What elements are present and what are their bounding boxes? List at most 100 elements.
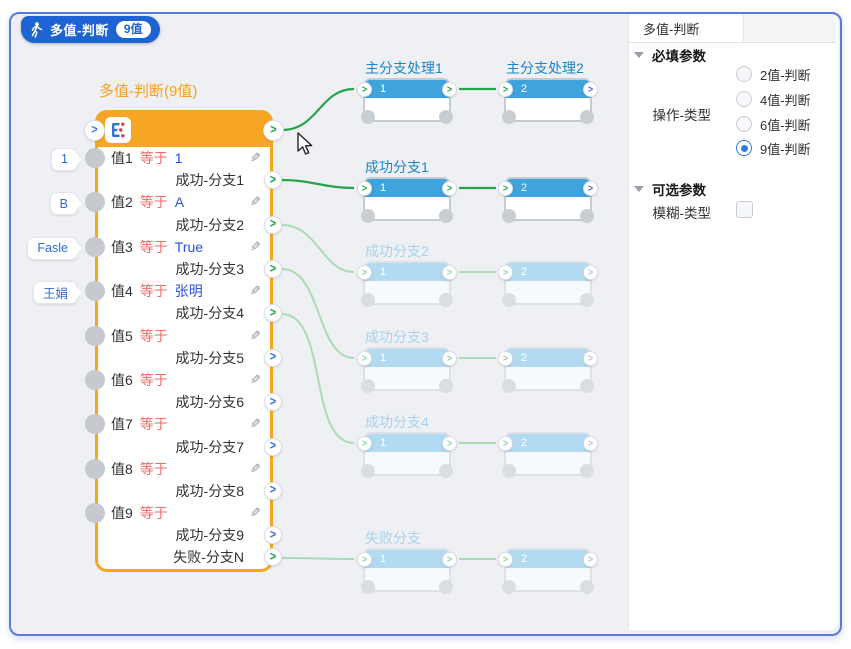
node-corner-port[interactable] [439,209,453,223]
value-input-port[interactable] [85,458,105,479]
value-input-port[interactable] [85,192,105,213]
node-input-port[interactable]: > [357,81,372,97]
node-output-port[interactable]: > [263,120,284,141]
node-output-port[interactable]: > [583,81,598,97]
value-input-port[interactable] [85,414,105,435]
radio-icon[interactable] [736,140,752,156]
fail-branch-output-port[interactable]: > [264,548,282,567]
node-output-port[interactable]: > [442,81,457,97]
flow-node[interactable]: 2 > > [498,432,598,478]
node-input-port[interactable]: > [84,120,105,141]
node-corner-port[interactable] [439,379,453,393]
node-corner-port[interactable] [439,464,453,478]
node-corner-port[interactable] [361,580,375,594]
node-output-port[interactable]: > [442,350,457,366]
node-output-port[interactable]: > [442,435,457,451]
node-corner-port[interactable] [502,580,516,594]
branch-output-port[interactable]: > [264,171,282,190]
node-output-port[interactable]: > [442,180,457,196]
pencil-icon[interactable]: ✎ [250,416,261,432]
node-corner-port[interactable] [580,110,594,124]
node-input-port[interactable]: > [498,435,513,451]
branch-output-port[interactable]: > [264,481,282,500]
branch-output-port[interactable]: > [264,393,282,412]
value-input-port[interactable] [85,369,105,390]
node-corner-port[interactable] [580,580,594,594]
node-corner-port[interactable] [580,379,594,393]
node-corner-port[interactable] [502,110,516,124]
node-category-pill[interactable]: 多值-判断 9值 [21,16,160,43]
flow-node[interactable]: 2 > > [498,177,598,223]
radio-icon[interactable] [736,91,752,107]
value-input-port[interactable] [85,281,105,302]
flow-node[interactable]: 1 > > [357,432,457,478]
pencil-icon[interactable]: ✎ [250,238,261,254]
pencil-icon[interactable]: ✎ [250,371,261,387]
radio-icon[interactable] [736,116,752,132]
node-input-port[interactable]: > [357,350,372,366]
node-input-port[interactable]: > [498,180,513,196]
node-output-port[interactable]: > [583,350,598,366]
node-corner-port[interactable] [439,110,453,124]
value-input-port[interactable] [85,503,105,524]
node-input-port[interactable]: > [357,264,372,280]
flow-node[interactable]: 1 > > [357,177,457,223]
branch-output-port[interactable]: > [264,304,282,323]
panel-tab[interactable]: 多值-判断 [629,14,744,42]
flow-node[interactable]: 1 > > [357,78,457,124]
radio-option-2[interactable]: 2值-判断 [736,66,811,83]
node-output-port[interactable]: > [583,551,598,567]
node-corner-port[interactable] [361,293,375,307]
value-input-port[interactable] [85,236,105,257]
pencil-icon[interactable]: ✎ [250,150,261,166]
node-corner-port[interactable] [580,209,594,223]
optional-params-header[interactable]: 可选参数 [634,179,706,199]
flow-node[interactable]: 2 > > [498,548,598,594]
branch-output-port[interactable]: > [264,437,282,456]
radio-option-4[interactable]: 4值-判断 [736,91,811,108]
pencil-icon[interactable]: ✎ [250,283,261,299]
node-corner-port[interactable] [502,209,516,223]
node-input-port[interactable]: > [498,264,513,280]
pencil-icon[interactable]: ✎ [250,327,261,343]
node-corner-port[interactable] [439,293,453,307]
node-input-port[interactable]: > [357,435,372,451]
pencil-icon[interactable]: ✎ [250,505,261,521]
radio-option-6[interactable]: 6值-判断 [736,116,811,133]
node-output-port[interactable]: > [442,551,457,567]
node-output-port[interactable]: > [442,264,457,280]
fuzzy-type-checkbox[interactable] [736,201,753,218]
node-corner-port[interactable] [502,293,516,307]
branch-output-port[interactable]: > [264,526,282,545]
node-output-port[interactable]: > [583,264,598,280]
node-input-port[interactable]: > [357,180,372,196]
node-corner-port[interactable] [361,379,375,393]
flow-node[interactable]: 1 > > [357,548,457,594]
value-input-port[interactable] [85,325,105,346]
flow-node[interactable]: 1 > > [357,261,457,307]
value-input-port[interactable] [85,148,105,169]
flow-node[interactable]: 1 > > [357,347,457,393]
node-output-port[interactable]: > [583,180,598,196]
node-corner-port[interactable] [580,293,594,307]
radio-icon[interactable] [736,66,752,82]
branch-output-port[interactable]: > [264,215,282,234]
branch-output-port[interactable]: > [264,348,282,367]
node-corner-port[interactable] [502,464,516,478]
node-input-port[interactable]: > [498,350,513,366]
node-input-port[interactable]: > [357,551,372,567]
node-corner-port[interactable] [439,580,453,594]
pencil-icon[interactable]: ✎ [250,194,261,210]
node-corner-port[interactable] [361,110,375,124]
node-corner-port[interactable] [502,379,516,393]
multi-value-judge-node[interactable]: > > 值1 等于 1 ✎ 成功-分支1 > 值2 等于 A ✎ [84,110,284,572]
flow-node[interactable]: 2 > > [498,261,598,307]
branch-output-port[interactable]: > [264,260,282,279]
required-params-header[interactable]: 必填参数 [634,45,706,65]
node-header[interactable] [98,113,270,147]
radio-option-9[interactable]: 9值-判断 [736,140,811,157]
pencil-icon[interactable]: ✎ [250,460,261,476]
node-corner-port[interactable] [580,464,594,478]
node-output-port[interactable]: > [583,435,598,451]
flow-node[interactable]: 2 > > [498,347,598,393]
